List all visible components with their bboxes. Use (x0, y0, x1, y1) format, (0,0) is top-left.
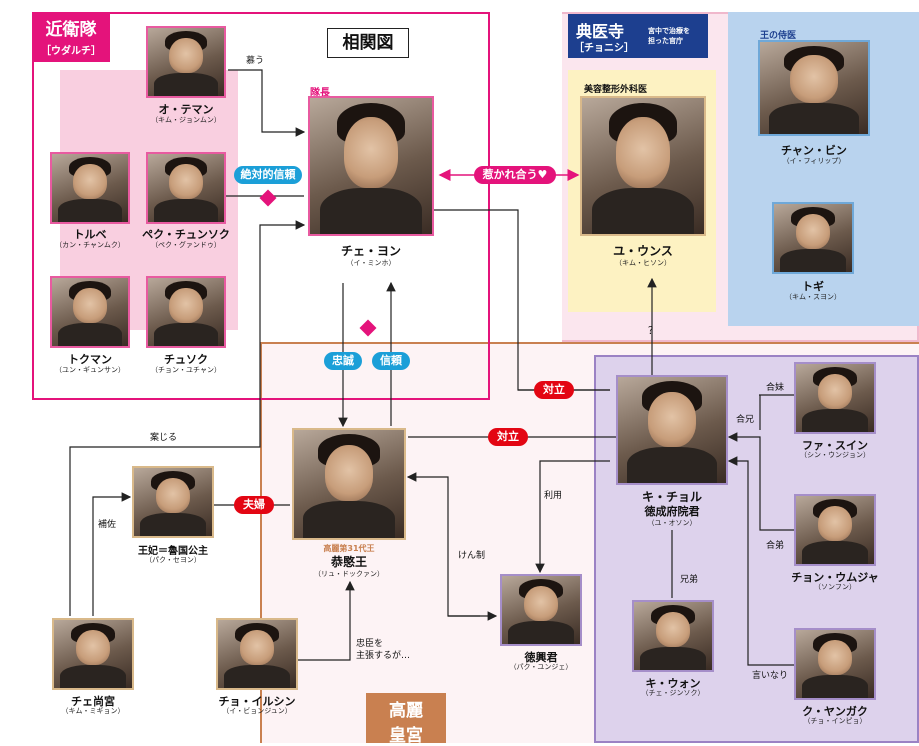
name-eunsu: ユ・ウンス (613, 244, 673, 258)
clinic-sub: ［チョニシ］ (574, 43, 634, 54)
tairitsu-pill-2: 対立 (488, 428, 528, 446)
shinrai-pill: 信頼 (372, 352, 410, 370)
question-label: ？ (648, 326, 658, 337)
photo-yangak (794, 628, 876, 700)
clinic-desc-2: 担った官庁 (648, 37, 683, 45)
name-togi: トギ (802, 280, 824, 293)
name-umja: チョン・ウムジャ (791, 571, 879, 584)
name-iljin: チョ・イルシン (218, 695, 296, 708)
chusei-pill: 忠誠 (324, 352, 362, 370)
actor-torube: （カン・チャンムク） (55, 241, 125, 249)
name-pek: ペク・チュンソク (142, 228, 230, 241)
palace-line-1: 高麗 (389, 701, 423, 721)
name-kiwon: キ・ウォン (645, 677, 701, 690)
actor-suin: （シン・ウンジョン） (800, 451, 870, 459)
actor-kiwon: （チェ・ジンソク） (641, 689, 705, 697)
shitau-label: 慕う (246, 56, 265, 66)
name-king: 恭愍王 (330, 555, 367, 569)
kyoudai-label: 兄弟 (680, 575, 699, 585)
photo-chusok (146, 276, 226, 348)
photo-bin (758, 40, 870, 136)
photo-chesang (52, 618, 134, 690)
name-tokung: 徳興君 (524, 651, 558, 664)
guards-region (32, 12, 490, 400)
beauty-label: 美容整形外科医 (584, 85, 648, 95)
photo-torube (50, 152, 130, 224)
chushin-label-1: 忠臣を (356, 639, 384, 649)
actor-chusok: （チョン・ユチャン） (151, 366, 221, 374)
name-teman: オ・テマン (158, 103, 214, 116)
kensei-label: けん制 (458, 551, 486, 561)
photo-togi (772, 202, 854, 274)
clinic-name: 典医寺 (576, 22, 625, 41)
name-kichol: キ・チョル (641, 490, 702, 504)
palace-line-2: 皇宮 (389, 726, 423, 746)
guards-label: 近衛隊 ［ウダルチ］ (32, 12, 110, 62)
captain-label: 隊長 (310, 88, 330, 99)
name-suin: ファ・スイン (802, 439, 868, 452)
tairitsu-pill-1: 対立 (534, 381, 574, 399)
actor-tokung: （パク・ユンジェ） (509, 663, 573, 671)
actor-teman: （キム・ジョンムン） (151, 116, 221, 124)
photo-eunsu (580, 96, 706, 236)
guards-name: 近衛隊 (45, 20, 97, 40)
photo-queen (132, 466, 214, 538)
palace-label: 高麗 皇宮 (366, 693, 446, 746)
photo-iljin (216, 618, 298, 690)
name-kichol-title: 徳成府院君 (644, 505, 700, 518)
goutei-label: 合弟 (766, 541, 785, 551)
actor-togi: （キム・スヨン） (785, 293, 841, 301)
name-tokman: トクマン (68, 353, 112, 366)
name-bin: チャン・ビン (781, 144, 847, 157)
photo-kichol (616, 375, 728, 485)
actor-pek: （ペク・グァンドゥ） (151, 241, 221, 249)
photo-tokung (500, 574, 582, 646)
actor-choi: （イ・ミンホ） (346, 259, 396, 267)
actor-tokman: （ユン・ギュンサン） (55, 366, 125, 374)
actor-eunsu: （キム・ヒソン） (615, 259, 671, 267)
doctor-label: 王の侍医 (760, 31, 797, 41)
actor-queen: （パク・セヨン） (145, 556, 201, 564)
name-chesang: チェ尚宮 (71, 695, 115, 708)
photo-king (292, 428, 406, 540)
diagram-title: 相関図 (327, 28, 409, 58)
fusai-pill: 夫婦 (234, 496, 274, 514)
photo-pek (146, 152, 226, 224)
anjiru-label: 案じる (150, 433, 178, 443)
guards-sub: ［ウダルチ］ (41, 46, 101, 57)
actor-iljin: （イ・ビョンジュン） (222, 707, 292, 715)
name-chusok: チュソク (164, 353, 208, 366)
photo-kiwon (632, 600, 714, 672)
photo-suin (794, 362, 876, 434)
name-torube: トルベ (73, 228, 107, 241)
photo-teman (146, 26, 226, 98)
clinic-label: 典医寺 ［チョニシ］ 宮中で治療を 担った官庁 (568, 14, 708, 58)
photo-choi (308, 96, 434, 236)
actor-umja: （ソンフン） (814, 583, 856, 591)
name-queen: 王妃＝魯国公主 (138, 546, 208, 557)
photo-tokman (50, 276, 130, 348)
hosa-label: 補佐 (98, 520, 117, 530)
actor-chesang: （キム・ミギョン） (61, 707, 125, 715)
name-yangak: ク・ヤンガク (802, 705, 868, 718)
chushin-label-2: 主張するが… (356, 651, 411, 661)
hikare-pill: 惹かれ合う♥ (474, 166, 556, 184)
actor-yangak: （チョ・インピョ） (803, 717, 867, 725)
riyou-label: 利用 (544, 491, 563, 501)
zettai-pill: 絶対的信頼 (234, 166, 302, 184)
actor-bin: （イ・フィリップ） (782, 157, 846, 165)
actor-king: （リュ・ドックァン） (314, 570, 384, 578)
gouani-label: 合兄 (736, 415, 755, 425)
actor-kichol: （ユ・オソン） (647, 519, 697, 527)
king-label: 高麗第31代王 (323, 544, 375, 553)
photo-umja (794, 494, 876, 566)
iinari-label: 言いなり (752, 671, 789, 681)
name-choi: チェ・ヨン (340, 244, 401, 258)
goumai-label: 合妹 (766, 383, 785, 393)
clinic-desc-1: 宮中で治療を (648, 27, 690, 35)
